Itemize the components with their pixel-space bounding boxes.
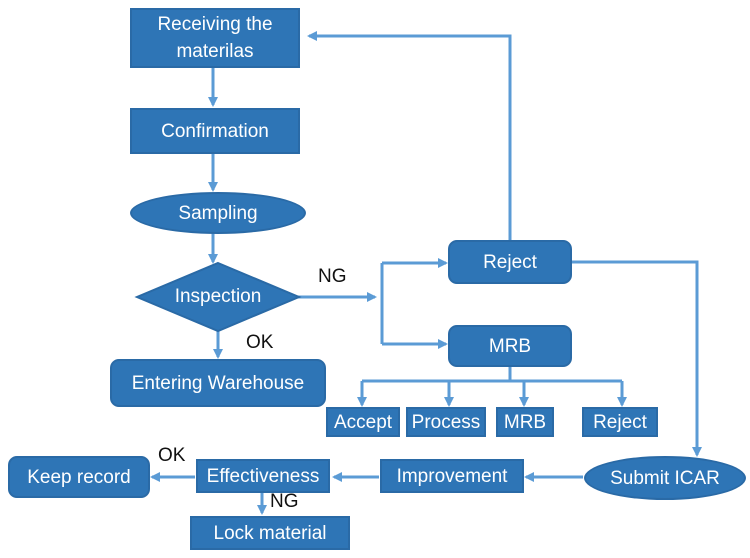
node-submit-icar: Submit ICAR (584, 456, 746, 500)
node-receiving-label: Receiving the materilas (157, 14, 273, 62)
node-lock-material: Lock material (190, 516, 350, 550)
node-sampling: Sampling (130, 192, 306, 234)
node-improvement-label: Improvement (396, 465, 508, 487)
node-process-label: Process (411, 411, 481, 433)
node-confirmation: Confirmation (130, 108, 300, 154)
label-inspection-ok: OK (246, 332, 274, 353)
node-submit-icar-label: Submit ICAR (610, 467, 720, 489)
node-sampling-label: Sampling (178, 202, 258, 224)
arrow-reject-to-icar (571, 260, 702, 457)
node-keep-record: Keep record (8, 456, 150, 498)
node-reject-sub: Reject (582, 407, 658, 437)
node-keep-record-label: Keep record (27, 466, 131, 488)
node-effectiveness-label: Effectiveness (206, 465, 320, 487)
node-entering-warehouse: Entering Warehouse (110, 359, 326, 407)
node-confirmation-label: Confirmation (161, 120, 269, 142)
node-accept: Accept (326, 407, 400, 437)
node-receiving: Receiving the materilas (130, 8, 300, 68)
node-accept-label: Accept (333, 411, 393, 433)
node-improvement: Improvement (380, 459, 524, 493)
node-reject-sub-label: Reject (593, 411, 647, 433)
node-reject-label: Reject (483, 251, 537, 273)
node-mrb-sub: MRB (496, 407, 554, 437)
node-lock-material-label: Lock material (213, 522, 327, 544)
inspection-diamond (134, 261, 302, 333)
node-mrb: MRB (448, 325, 572, 367)
node-reject: Reject (448, 240, 572, 284)
node-entering-warehouse-label: Entering Warehouse (131, 372, 305, 394)
arrow-reject-to-receiving (307, 31, 512, 240)
node-process: Process (406, 407, 486, 437)
label-effectiveness-ok: OK (158, 445, 186, 466)
node-effectiveness: Effectiveness (196, 459, 330, 493)
label-effectiveness-ng: NG (270, 491, 299, 512)
node-mrb-sub-label: MRB (503, 411, 547, 433)
node-inspection-label: Inspection (174, 286, 262, 307)
node-mrb-label: MRB (488, 335, 532, 357)
label-inspection-ng: NG (318, 266, 347, 287)
